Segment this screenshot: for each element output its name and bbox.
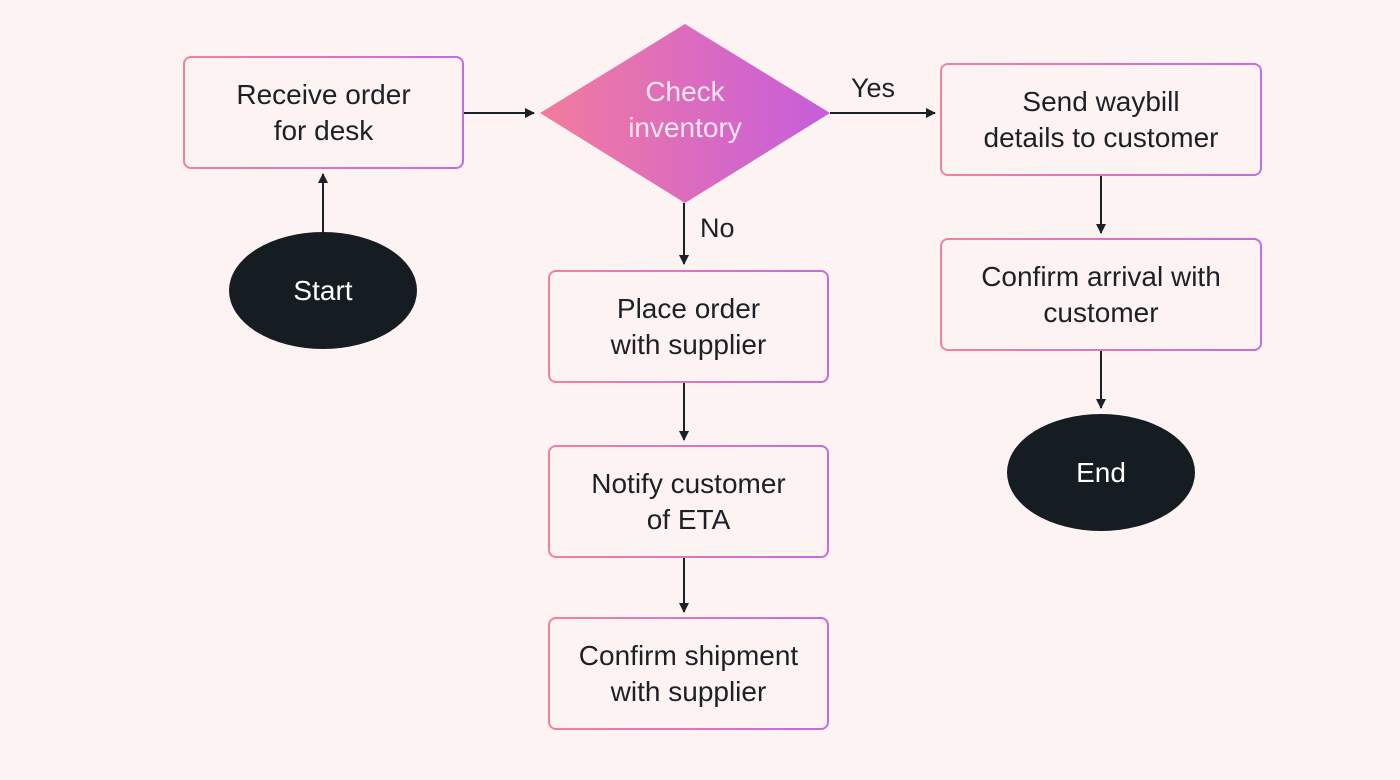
notify-customer-label: Notify customer of ETA bbox=[591, 467, 786, 535]
confirm-arrival-node: Confirm arrival with customer bbox=[940, 238, 1262, 351]
check-inventory-diamond bbox=[540, 24, 830, 203]
send-waybill-label: Send waybill details to customer bbox=[983, 85, 1219, 153]
confirm-arrival-label: Confirm arrival with customer bbox=[981, 260, 1221, 328]
no-edge-label: No bbox=[700, 213, 735, 243]
confirm-shipment-label: Confirm shipment with supplier bbox=[578, 639, 799, 707]
check-inventory-label: Check inventory bbox=[628, 76, 742, 143]
start-label: Start bbox=[293, 274, 353, 306]
yes-edge-label: Yes bbox=[851, 73, 896, 103]
confirm-shipment-node: Confirm shipment with supplier bbox=[548, 617, 829, 730]
start-node: Start bbox=[229, 232, 417, 349]
end-label: End bbox=[1076, 456, 1126, 488]
send-waybill-node: Send waybill details to customer bbox=[940, 63, 1262, 176]
receive-order-label: Receive order for desk bbox=[236, 78, 411, 146]
place-order-node: Place order with supplier bbox=[548, 270, 829, 383]
receive-order-node: Receive order for desk bbox=[183, 56, 464, 169]
end-node: End bbox=[1007, 414, 1195, 531]
place-order-label: Place order with supplier bbox=[610, 292, 767, 360]
notify-customer-node: Notify customer of ETA bbox=[548, 445, 829, 558]
